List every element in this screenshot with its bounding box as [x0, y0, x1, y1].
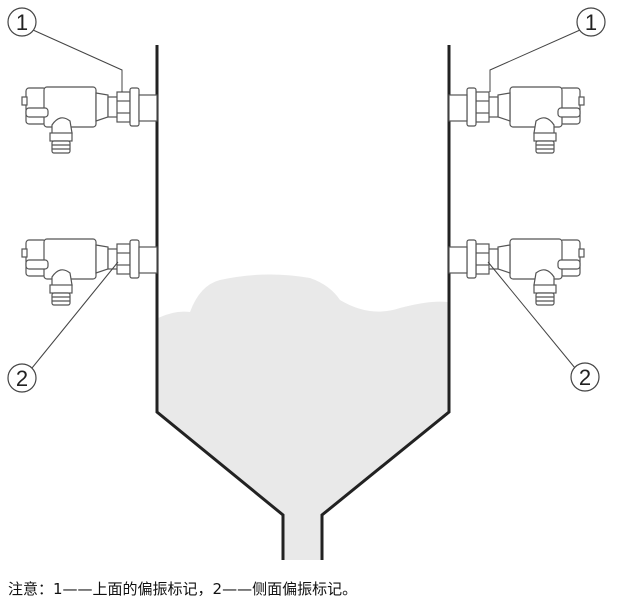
leader-line-2-right [487, 261, 576, 369]
sensor-bottom-right [448, 238, 585, 306]
leader-line-1-left [32, 29, 123, 92]
sensor-bottom-left [21, 238, 158, 306]
sensor-top-right [448, 86, 585, 154]
callout-1-right: 1 [585, 10, 597, 35]
callout-circle-1-right [576, 7, 606, 37]
sensor-top-left [21, 86, 158, 154]
leader-line-2-left [31, 261, 119, 369]
callout-circle-2-right [570, 362, 600, 392]
callout-1-left: 1 [16, 10, 28, 35]
silo-vessel [155, 45, 451, 560]
callout-2-left: 2 [16, 366, 28, 391]
callout-circle-2-left [7, 363, 37, 393]
callout-circle-1-left [7, 7, 37, 37]
leader-line-1-right [489, 29, 581, 92]
figure-caption: 注意：1——上面的偏振标记，2——侧面偏振标记。 [8, 580, 358, 598]
callout-2-right: 2 [579, 365, 591, 390]
bulk-material [158, 274, 448, 560]
